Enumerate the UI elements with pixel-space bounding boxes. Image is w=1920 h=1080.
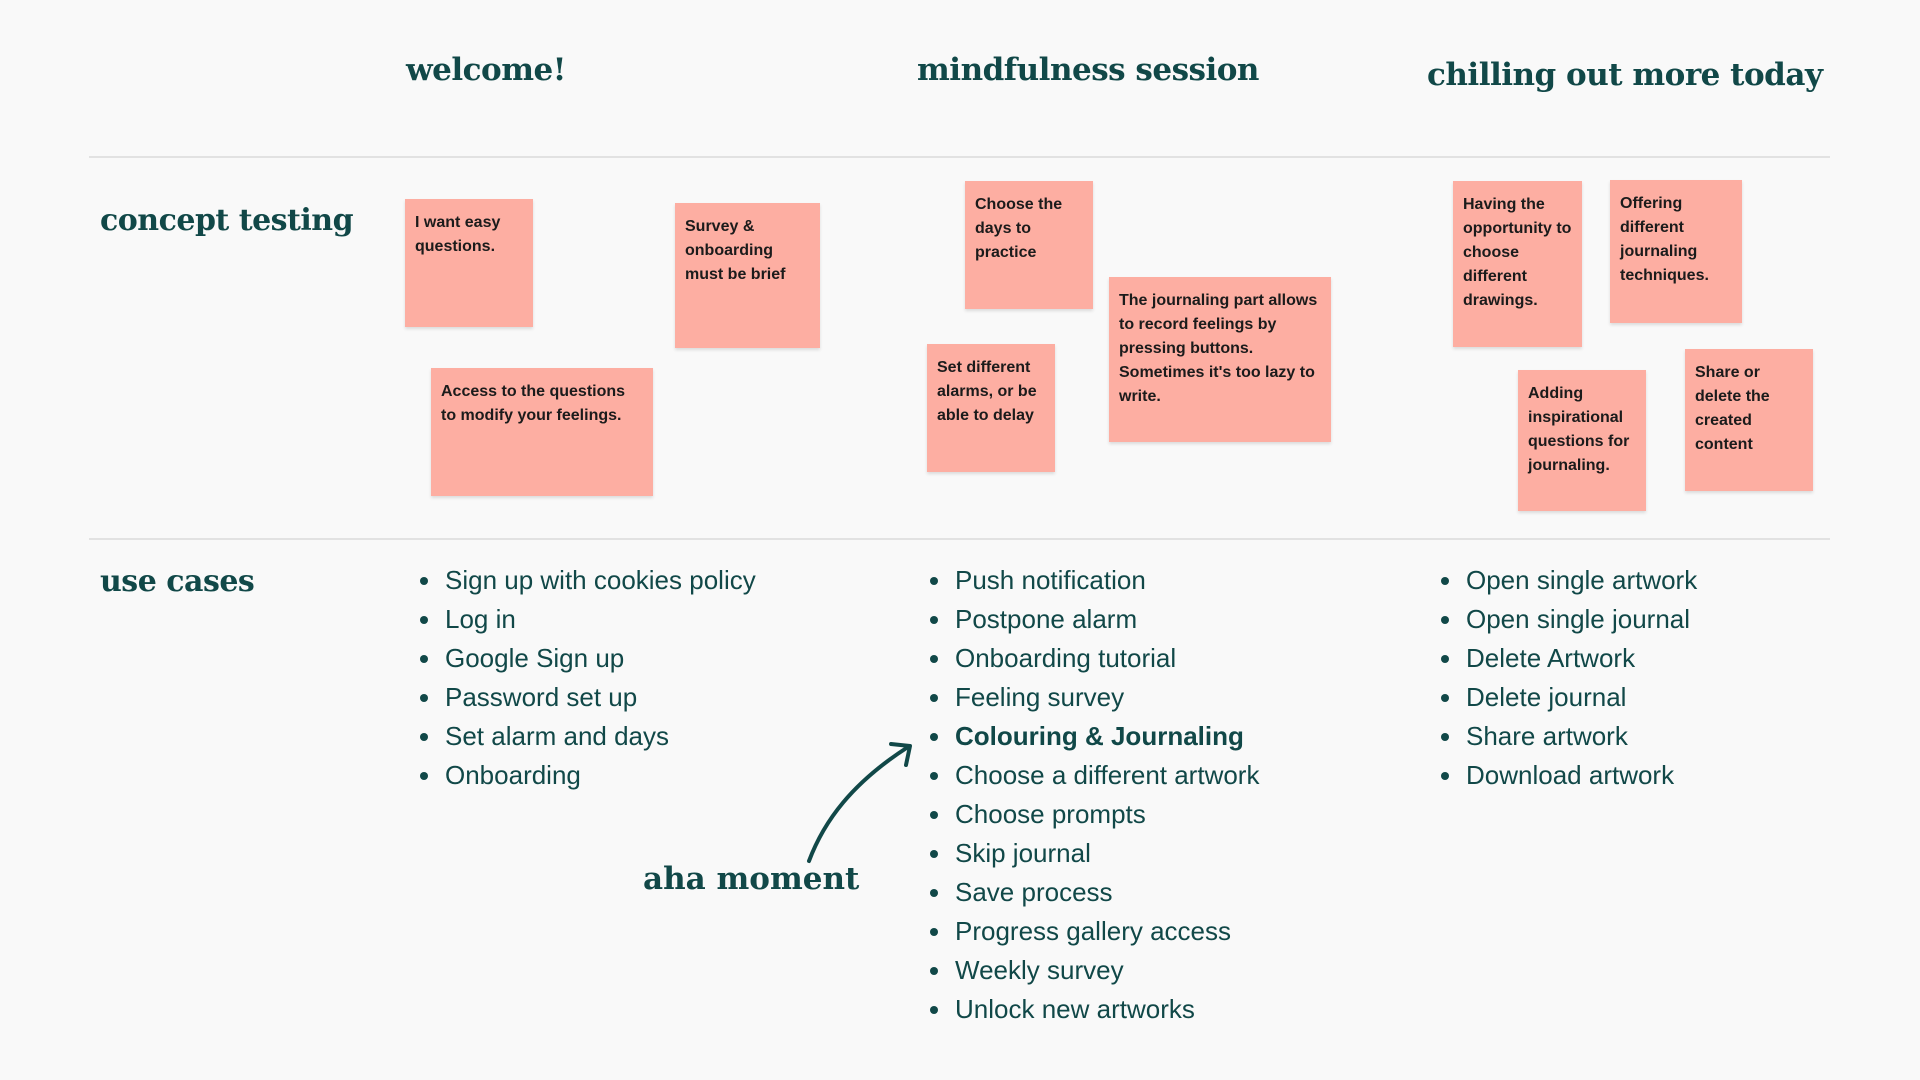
- sticky-note[interactable]: Choose the days to practice: [965, 181, 1093, 309]
- list-item: Unlock new artworks: [928, 990, 1259, 1029]
- list-item: Progress gallery access: [928, 912, 1259, 951]
- sticky-note[interactable]: I want easy questions.: [405, 199, 533, 327]
- use-case-list-mindfulness: Push notification Postpone alarm Onboard…: [928, 561, 1259, 1029]
- row-label-concept-testing: concept testing: [100, 203, 354, 238]
- list-item: Download artwork: [1439, 756, 1697, 795]
- sticky-note[interactable]: Adding inspirational questions for journ…: [1518, 370, 1646, 511]
- curved-arrow-icon: [807, 742, 912, 863]
- row-label-use-cases: use cases: [100, 564, 255, 599]
- list-item: Sign up with cookies policy: [418, 561, 756, 600]
- list-item-highlighted: Colouring & Journaling: [928, 717, 1259, 756]
- sticky-note[interactable]: The journaling part allows to record fee…: [1109, 277, 1331, 442]
- sticky-note[interactable]: Set different alarms, or be able to dela…: [927, 344, 1055, 472]
- divider-bottom: [89, 538, 1830, 540]
- column-title-chilling-out: chilling out more today: [1427, 57, 1823, 93]
- column-title-welcome: welcome!: [406, 52, 566, 88]
- list-item: Choose a different artwork: [928, 756, 1259, 795]
- sticky-note[interactable]: Having the opportunity to choose differe…: [1453, 181, 1582, 347]
- list-item: Onboarding: [418, 756, 756, 795]
- list-item: Delete journal: [1439, 678, 1697, 717]
- list-item: Delete Artwork: [1439, 639, 1697, 678]
- list-item: Choose prompts: [928, 795, 1259, 834]
- list-item: Save process: [928, 873, 1259, 912]
- use-case-list-welcome: Sign up with cookies policy Log in Googl…: [418, 561, 756, 795]
- list-item: Postpone alarm: [928, 600, 1259, 639]
- aha-moment-label: aha moment: [643, 861, 860, 897]
- list-item: Open single journal: [1439, 600, 1697, 639]
- use-case-list-chilling: Open single artwork Open single journal …: [1439, 561, 1697, 795]
- sticky-note[interactable]: Survey & onboarding must be brief: [675, 203, 820, 348]
- list-item: Skip journal: [928, 834, 1259, 873]
- sticky-note[interactable]: Offering different journaling techniques…: [1610, 180, 1742, 323]
- list-item: Weekly survey: [928, 951, 1259, 990]
- sticky-note[interactable]: Share or delete the created content: [1685, 349, 1813, 491]
- list-item: Password set up: [418, 678, 756, 717]
- list-item: Set alarm and days: [418, 717, 756, 756]
- list-item: Log in: [418, 600, 756, 639]
- column-title-mindfulness-session: mindfulness session: [917, 52, 1259, 88]
- list-item: Feeling survey: [928, 678, 1259, 717]
- list-item: Open single artwork: [1439, 561, 1697, 600]
- divider-top: [89, 156, 1830, 158]
- list-item: Google Sign up: [418, 639, 756, 678]
- sticky-note[interactable]: Access to the questions to modify your f…: [431, 368, 653, 496]
- list-item: Push notification: [928, 561, 1259, 600]
- list-item: Share artwork: [1439, 717, 1697, 756]
- list-item: Onboarding tutorial: [928, 639, 1259, 678]
